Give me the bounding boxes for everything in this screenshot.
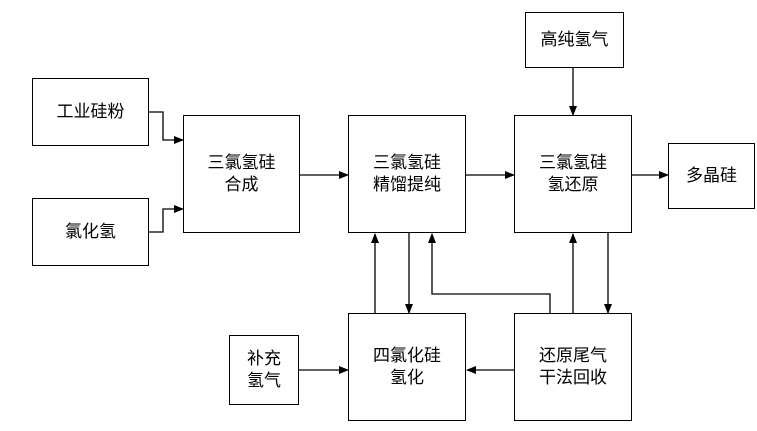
node-tcs-rectification: 三氯氢硅 精馏提纯	[348, 115, 466, 233]
node-tcs-synthesis: 三氯氢硅 合成	[183, 115, 300, 233]
node-hydrogen-chloride: 氯化氢	[32, 198, 149, 266]
node-offgas-recovery: 还原尾气 干法回收	[514, 313, 632, 421]
node-stc-hydrogenation: 四氯化硅 氢化	[348, 313, 466, 421]
node-polysilicon: 多晶硅	[668, 143, 755, 209]
node-industrial-si-powder: 工业硅粉	[32, 78, 149, 146]
edge-recovery-to-rectification	[428, 233, 551, 313]
edge-hcl-to-synthesis	[149, 205, 184, 233]
edge-si-powder-to-synthesis	[149, 111, 184, 144]
node-makeup-hydrogen: 补充 氢气	[229, 335, 299, 405]
node-high-purity-hydrogen: 高纯氢气	[525, 12, 624, 68]
node-tcs-reduction: 三氯氢硅 氢还原	[514, 115, 632, 233]
